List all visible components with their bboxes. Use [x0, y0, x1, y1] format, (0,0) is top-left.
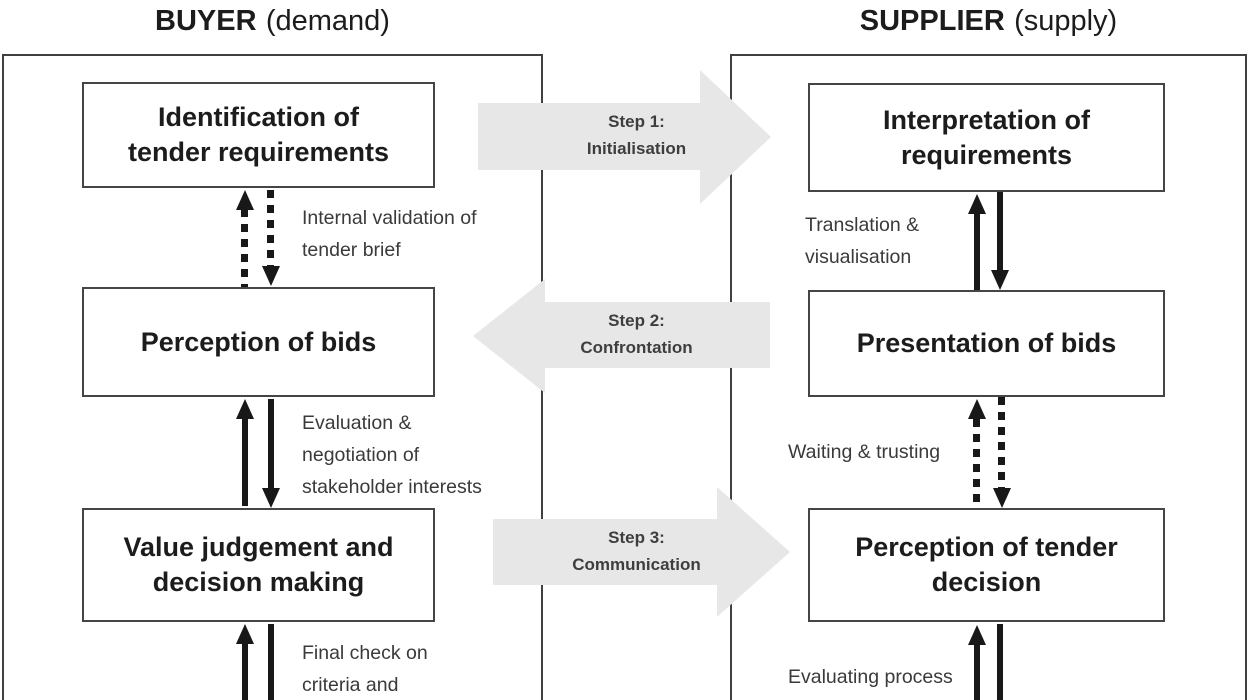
arrowhead-up-icon	[968, 625, 986, 645]
supplier-title-bold: SUPPLIER	[859, 5, 1005, 37]
arrowhead-up-icon	[236, 190, 254, 210]
arrow-shaft	[242, 419, 248, 506]
step2-label: Step 2: Confrontation	[580, 311, 693, 357]
step2-arrow-body	[545, 302, 770, 368]
arrow-shaft	[997, 192, 1003, 270]
supplier-title-rest: (supply)	[1014, 5, 1118, 37]
arrowhead-down-icon	[262, 266, 280, 286]
arrow-shaft	[998, 397, 1005, 488]
arrow-shaft	[268, 399, 274, 488]
step1-arrowhead-right-icon	[700, 70, 771, 204]
step2-arrowhead-left-icon	[473, 279, 545, 393]
supplier-title: SUPPLIER (supply)	[730, 4, 1247, 40]
arrow-shaft	[242, 643, 248, 700]
step1-label: Step 1: Initialisation	[586, 112, 687, 158]
box-value-judgement-and-decision-making: Value judgement and decision making	[82, 508, 435, 622]
box-perception-of-bids: Perception of bids	[82, 287, 435, 397]
arrowhead-up-icon	[968, 194, 986, 214]
arrowhead-up-icon	[236, 624, 254, 644]
arrowhead-up-icon	[236, 399, 254, 419]
arrowhead-down-icon	[991, 270, 1009, 290]
box-identification-of-tender-requirements: Identification of tender requirements	[82, 82, 435, 188]
box-interpretation-of-requirements: Interpretation of requirements	[808, 83, 1165, 192]
label-waiting-trusting: Waiting & trusting	[788, 441, 941, 463]
arrowhead-down-icon	[262, 488, 280, 508]
buyer-title-rest: (demand)	[265, 5, 390, 37]
box-presentation-of-bids: Presentation of bids	[808, 290, 1165, 397]
arrow-shaft	[267, 190, 274, 266]
arrow-shaft	[241, 209, 248, 287]
arrow-shaft	[973, 419, 980, 508]
arrow-shaft	[974, 645, 980, 700]
label-evaluation-negotiation: Evaluation & negotiation of stakeholder …	[302, 412, 482, 498]
label-final-check: Final check on criteria and	[302, 642, 428, 696]
step3-arrowhead-right-icon	[717, 487, 790, 617]
label-translation-visualisation: Translation & visualisation	[805, 214, 920, 268]
label-evaluating-process: Evaluating process	[788, 666, 953, 688]
arrowhead-down-icon	[993, 488, 1011, 508]
arrow-shaft	[974, 214, 980, 290]
step3-arrow-body	[493, 519, 717, 585]
buyer-title-bold: BUYER	[155, 5, 257, 37]
supplier-container	[730, 54, 1247, 700]
arrowhead-up-icon	[968, 399, 986, 419]
box-perception-of-tender-decision: Perception of tender decision	[808, 508, 1165, 622]
arrow-shaft	[997, 624, 1003, 700]
step1-arrow-body	[478, 103, 700, 170]
buyer-title: BUYER(demand)	[2, 4, 543, 40]
arrow-shaft	[268, 624, 274, 700]
label-internal-validation: Internal validation of tender brief	[302, 207, 477, 261]
step3-label: Step 3: Communication	[572, 528, 701, 574]
